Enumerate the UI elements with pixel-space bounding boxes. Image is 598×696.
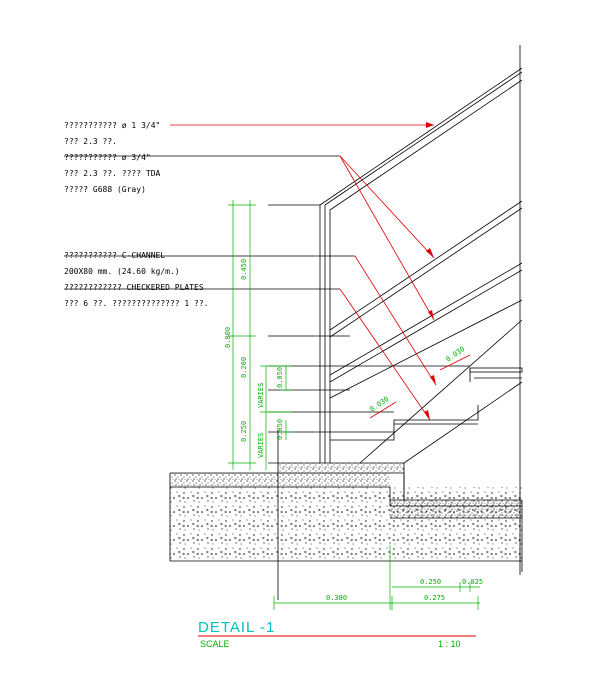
dim-0800: 0.800 [224, 327, 232, 348]
dim-varies-a: VARIES [257, 383, 265, 408]
note-midrail: ??????????? ø 3/4" ??? 2.3 ??. ???? TDA … [64, 153, 161, 194]
note-plates-line1: ???????????? CHECKERED PLATES [64, 283, 204, 292]
note-channel: ??????????? C-CHANNEL 200X80 mm. (24.60 … [64, 251, 180, 276]
note-handrail-line1: ??????????? ø 1 3/4" [64, 121, 160, 130]
dim-0030-b: 0.030 [369, 395, 391, 414]
note-plates-line2: ??? 6 ??. ?????????????? 1 ??. [64, 299, 209, 308]
note-channel-line2: 200X80 mm. (24.60 kg/m.) [64, 267, 180, 276]
note-plates: ???????????? CHECKERED PLATES ??? 6 ??. … [64, 283, 209, 308]
note-midrail-line1: ??????????? ø 3/4" [64, 153, 151, 162]
dim-0050-a: 0.050 [276, 367, 284, 388]
dim-varies-b: VARIES [257, 433, 265, 458]
dim-0450: 0.450 [240, 259, 248, 280]
dim-0275: 0.275 [424, 594, 445, 602]
dim-0250: 0.250 [240, 421, 248, 442]
red-arrows [170, 122, 471, 421]
note-midrail-line3: ????? G688 (Gray) [64, 185, 146, 194]
dimension-lines [228, 200, 480, 610]
dim-0200: 0.200 [240, 357, 248, 378]
detail-title: DETAIL -1 [198, 619, 275, 636]
railing-posts [277, 205, 331, 600]
note-channel-line1: ??????????? C-CHANNEL [64, 251, 165, 260]
scale-value: 1 : 10 [438, 639, 461, 649]
leader-lines [64, 155, 470, 464]
dim-0250-h: 0.250 [420, 578, 441, 586]
scale-label: SCALE [200, 639, 230, 649]
dim-0380: 0.380 [326, 594, 347, 602]
dim-0025: 0.025 [462, 578, 483, 586]
handrails [319, 45, 523, 575]
note-midrail-line2: ??? 2.3 ??. ???? TDA [64, 169, 161, 178]
dim-0030-a: 0.030 [445, 345, 467, 364]
concrete-slab [169, 472, 523, 572]
title-block: DETAIL -1 SCALE 1 : 10 [198, 619, 476, 649]
dim-0050-b: 0.050 [276, 419, 284, 440]
note-handrail: ??????????? ø 1 3/4" ??? 2.3 ??. [64, 121, 160, 146]
stair-stringer [330, 319, 523, 464]
note-handrail-line2: ??? 2.3 ??. [64, 137, 117, 146]
